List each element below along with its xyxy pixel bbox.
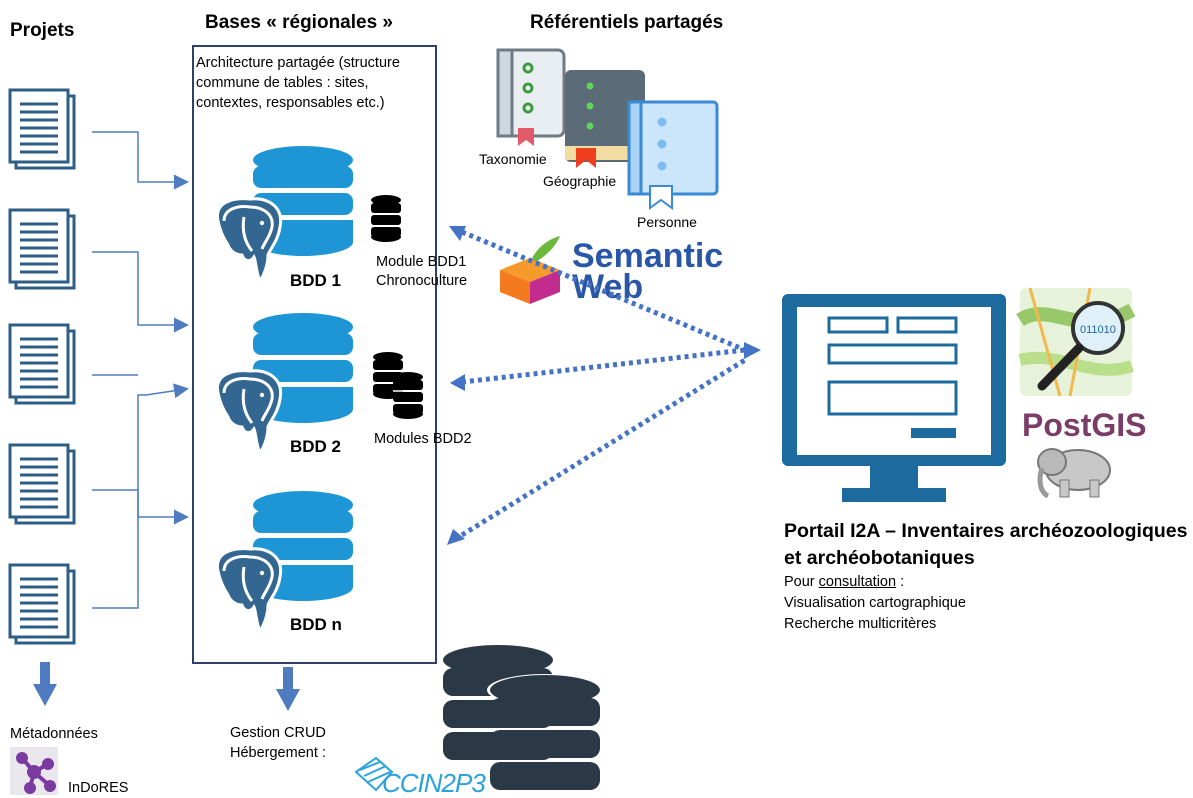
ccin2p3-label: CCIN2P3 <box>382 768 486 798</box>
portal-feature: Visualisation cartographique <box>784 595 966 611</box>
arrow-head <box>449 226 466 241</box>
hosting-database-icon <box>443 645 603 790</box>
module-database-icon <box>392 371 424 420</box>
arrow-head <box>33 684 57 706</box>
portal-feature: Recherche multicritères <box>784 616 937 632</box>
semantic-web-logo: Semantic Web <box>500 236 723 306</box>
module-label-line: Chronoculture <box>376 273 467 289</box>
database-bdd2: BDD 2 Modules BDD2 <box>215 313 472 456</box>
postgis-elephant-icon <box>1037 448 1111 499</box>
project-connectors <box>92 131 189 609</box>
project-document-icon <box>8 323 76 405</box>
bases-box <box>192 45 437 664</box>
connector-arrow <box>92 251 189 333</box>
project-document-icon <box>8 208 76 290</box>
header-referentiels: Référentiels partagés <box>530 12 723 33</box>
postgis-label: PostGIS <box>1022 407 1146 443</box>
map-binary-text: 011010 <box>1080 324 1116 336</box>
book-personne-icon <box>627 100 719 210</box>
project-documents <box>8 88 76 645</box>
project-document-icon <box>8 443 76 525</box>
dotted-arrows <box>460 229 747 538</box>
metadata-label: Métadonnées <box>10 726 98 742</box>
bases-description: Architecture partagée (structure commune… <box>196 55 400 111</box>
referentiel-books: Taxonomie Géographie Personne <box>479 48 719 230</box>
ccin2p3-logo-icon: CCIN2P3 <box>354 756 487 798</box>
header-projets: Projets <box>10 20 74 41</box>
database-bddn: BDD n <box>215 491 353 634</box>
database-label: BDD n <box>290 615 342 634</box>
crud-label: Gestion CRUD <box>230 725 326 741</box>
purpose-prefix: Pour <box>784 574 819 590</box>
book-label: Personne <box>637 214 697 230</box>
book-taxonomie-icon <box>496 48 566 146</box>
cube-face <box>500 270 530 304</box>
arrow-head <box>744 342 761 359</box>
book-label: Géographie <box>543 173 616 189</box>
cube-face <box>530 270 560 304</box>
indores-label: InDoRES <box>68 780 128 796</box>
hosting-label: Hébergement : <box>230 745 326 761</box>
portal-monitor-icon <box>782 294 1006 502</box>
project-document-icon <box>8 563 76 645</box>
database-label: BDD 2 <box>290 437 341 456</box>
arrow-shaft <box>283 667 293 691</box>
sync-arrow <box>461 229 746 353</box>
module-label: Modules BDD2 <box>374 431 472 447</box>
postgresql-elephant-icon <box>215 547 283 633</box>
book-geographie-icon <box>565 70 645 168</box>
sync-arrow <box>461 347 746 385</box>
project-document-icon <box>8 88 76 170</box>
arrow-head <box>450 374 465 391</box>
leaf-icon <box>532 236 560 262</box>
portal-purpose: Pour consultation : <box>784 572 1189 593</box>
semantic-label: Semantic <box>572 237 723 275</box>
connector-arrow <box>92 131 189 190</box>
connector-arrow <box>92 383 189 609</box>
purpose-suffix: : <box>896 574 905 590</box>
portal-title: Portail I2A – Inventaires archéozoologiq… <box>784 520 1188 569</box>
module-database-icon <box>370 194 402 243</box>
down-arrows <box>33 662 300 711</box>
connector-arrow <box>92 489 189 525</box>
postgresql-elephant-icon <box>215 369 283 455</box>
sync-arrow <box>460 357 747 538</box>
web-label: Web <box>572 268 643 306</box>
dotted-arrow-heads <box>447 226 761 545</box>
arrow-head <box>447 529 465 545</box>
map-search-icon: 011010 <box>1016 287 1136 397</box>
database-label: BDD 1 <box>290 271 341 290</box>
arrow-shaft <box>40 662 50 686</box>
indores-logo-icon <box>10 747 58 795</box>
module-label-line: Module BDD1 <box>376 254 466 270</box>
book-label: Taxonomie <box>479 151 547 167</box>
arrow-head <box>276 689 300 711</box>
header-bases: Bases « régionales » <box>205 12 393 33</box>
postgresql-elephant-icon <box>215 197 283 283</box>
purpose-underlined: consultation <box>818 574 897 590</box>
